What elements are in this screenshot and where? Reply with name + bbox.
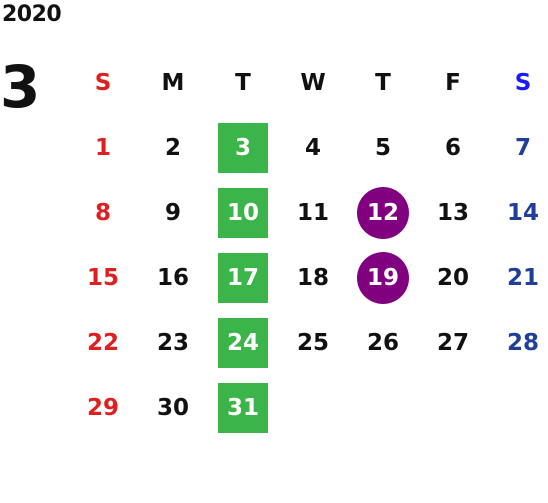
day-cell[interactable]: 27 <box>436 329 469 356</box>
purple-highlight: 19 <box>357 251 409 304</box>
purple-highlight: 12 <box>357 186 409 239</box>
day-cell[interactable]: 25 <box>296 329 329 356</box>
day-cell[interactable]: 13 <box>436 199 469 226</box>
day-cell-highlighted-purple[interactable]: 19 <box>348 245 418 310</box>
weekday-header-thu: T <box>375 69 391 96</box>
green-highlight: 17 <box>218 252 268 303</box>
empty-day-cell <box>278 375 348 440</box>
green-highlight: 24 <box>218 317 268 368</box>
day-cell[interactable]: 20 <box>436 264 469 291</box>
day-cell[interactable]: 14 <box>506 199 539 226</box>
day-cell[interactable]: 28 <box>506 329 539 356</box>
empty-day-cell <box>488 375 548 440</box>
day-cell[interactable]: 7 <box>514 134 531 161</box>
empty-day-cell <box>418 375 488 440</box>
day-cell[interactable]: 23 <box>156 329 189 356</box>
green-highlight: 31 <box>218 382 268 433</box>
day-cell[interactable]: 6 <box>444 134 461 161</box>
day-cell[interactable]: 1 <box>94 134 111 161</box>
day-cell[interactable]: 30 <box>156 394 189 421</box>
day-cell-highlighted-green[interactable]: 24 <box>208 310 278 375</box>
day-cell[interactable]: 4 <box>304 134 321 161</box>
day-cell-highlighted-green[interactable]: 17 <box>208 245 278 310</box>
weekday-header-mon: M <box>161 69 185 96</box>
weekday-header-tue: T <box>235 69 251 96</box>
day-cell-highlighted-purple[interactable]: 12 <box>348 180 418 245</box>
day-cell[interactable]: 11 <box>296 199 329 226</box>
day-cell[interactable]: 16 <box>156 264 189 291</box>
day-cell[interactable]: 21 <box>506 264 539 291</box>
day-cell[interactable]: 5 <box>374 134 391 161</box>
day-cell[interactable]: 26 <box>366 329 399 356</box>
weekday-header-wed: W <box>300 69 326 96</box>
day-cell[interactable]: 2 <box>164 134 181 161</box>
day-cell-highlighted-green[interactable]: 3 <box>208 115 278 180</box>
weekday-header-sun: S <box>94 69 112 96</box>
month-number: 3 <box>0 53 41 121</box>
day-cell[interactable]: 8 <box>94 199 111 226</box>
calendar-grid: S M T W T F S 1 2 3 4 5 6 7 8 9 10 11 12… <box>68 50 548 440</box>
day-cell[interactable]: 15 <box>86 264 119 291</box>
empty-day-cell <box>348 375 418 440</box>
day-cell[interactable]: 22 <box>86 329 119 356</box>
day-cell-highlighted-green[interactable]: 10 <box>208 180 278 245</box>
green-highlight: 3 <box>218 122 268 173</box>
weekday-header-sat: S <box>514 69 532 96</box>
day-cell[interactable]: 18 <box>296 264 329 291</box>
day-cell[interactable]: 29 <box>86 394 119 421</box>
day-cell-highlighted-green[interactable]: 31 <box>208 375 278 440</box>
green-highlight: 10 <box>218 187 268 238</box>
weekday-header-fri: F <box>445 69 461 96</box>
day-cell[interactable]: 9 <box>164 199 181 226</box>
year-label: 2020 <box>2 2 62 27</box>
